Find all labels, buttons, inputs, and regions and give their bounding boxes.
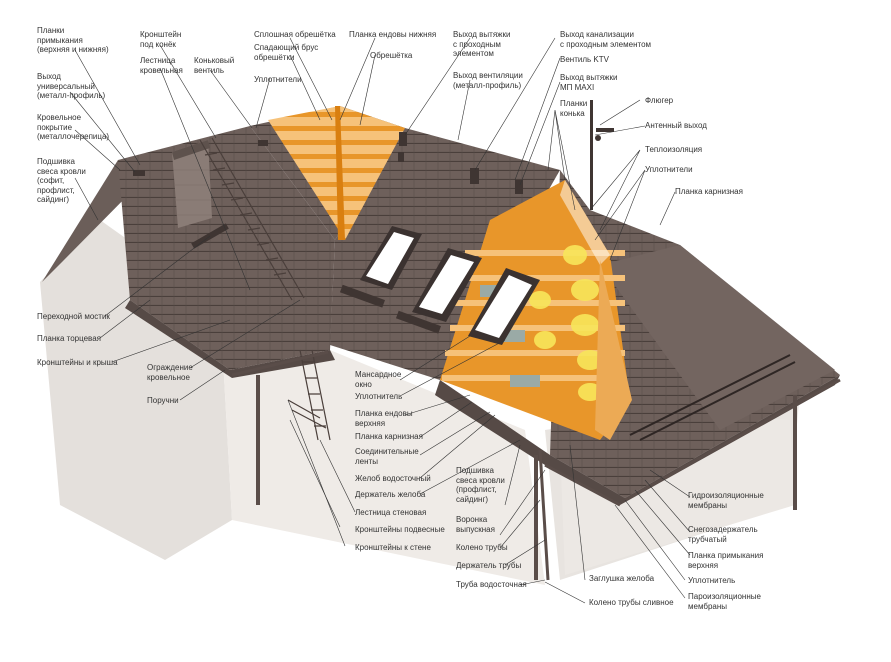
label-fluger: Флюгер (645, 96, 674, 105)
label-planka-torcevaya: Планка торцевая (37, 334, 101, 343)
exposed-structure (268, 106, 632, 440)
label-kronshteiny-podvesnye: Кронштейны подвесные (355, 525, 445, 534)
roof-windows (360, 226, 540, 345)
label-zaglushka-zheloba: Заглушка желоба (589, 574, 655, 583)
label-planka-endovy-nizhnyaya: Планка ендовы нижняя (349, 30, 437, 39)
label-uplotniteli-top: Уплотнители (254, 75, 302, 84)
ladders (199, 137, 331, 441)
label-uplotniteli-right: Уплотнители (645, 165, 693, 174)
label-derzhatel-zheloba: Держатель желоба (355, 490, 426, 499)
label-antennyi-vyhod: Антенный выход (645, 121, 707, 130)
label-ventil-ktv: Вентиль KTV (560, 55, 609, 64)
label-kronshteiny-k-stene: Кронштейны к стене (355, 543, 431, 552)
label-lestnica-stenovaya: Лестница стеновая (355, 508, 427, 517)
label-planka-karniznaya-right: Планка карнизная (675, 187, 743, 196)
label-uplotnitel-mid: Уплотнитель (355, 392, 403, 401)
label-sploshnaya-obreshetka: Сплошная обрешётка (254, 30, 336, 39)
chimney-and-pipes (172, 100, 614, 228)
label-poruchni: Поручни (147, 396, 179, 405)
leader-lines (69, 37, 691, 604)
label-truba-vodostochnaya: Труба водосточная (456, 580, 527, 589)
label-derzhatel-truby: Держатель трубы (456, 561, 522, 570)
label-obreshetka: Обрешётка (370, 51, 413, 60)
label-perehodnoi-mostik: Переходной мостик (37, 312, 110, 321)
drainage-system (231, 350, 841, 581)
label-koleno-truby-slivnoe: Колено трубы сливное (589, 598, 674, 607)
label-kronshteiny-i-krysha: Кронштейны и крыша (37, 358, 118, 367)
label-uplotnitel-right-bottom: Уплотнитель (688, 576, 736, 585)
label-vyhod-ventilyacii: Выход вентиляции(металл-профиль) (453, 71, 523, 90)
label-planka-karniznaya-mid: Планка карнизная (355, 432, 423, 441)
label-zhelob-vodostochnyi: Желоб водосточный (355, 474, 431, 483)
label-teploizolyaciya: Теплоизоляция (645, 145, 703, 154)
label-koleno-truby: Колено трубы (456, 543, 508, 552)
